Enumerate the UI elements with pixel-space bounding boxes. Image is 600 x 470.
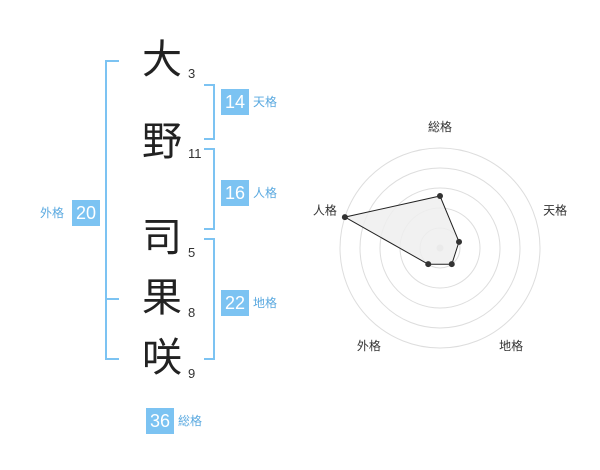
stroke-count-2: 11 (188, 146, 202, 161)
tenkaku-bracket-top (204, 84, 215, 86)
radar-point-2 (456, 238, 463, 245)
gaikaku-value-badge: 20 (72, 200, 100, 226)
name-char-5: 咲 (142, 335, 182, 381)
radar-ring-4 (359, 167, 521, 329)
chikaku-bracket-bottom (204, 358, 215, 360)
jinkaku-bracket-top (204, 148, 215, 150)
gaikaku-bracket-vertical (105, 60, 107, 360)
name-char-3: 司 (142, 215, 182, 261)
radar-point-5 (341, 214, 348, 221)
radar-axis-label-2: 天格 (543, 203, 567, 218)
stroke-count-3: 5 (188, 245, 196, 260)
tenkaku-label: 天格 (253, 95, 278, 109)
gaikaku-bracket-middle (105, 298, 119, 300)
tenkaku-bracket-bottom (204, 138, 215, 140)
tenkaku-bracket-vertical (213, 84, 215, 140)
radar-point-3 (448, 261, 455, 268)
radar-points (341, 193, 463, 268)
radar-area (343, 195, 460, 265)
soukaku-value-badge: 36 (146, 408, 174, 434)
chikaku-value-badge: 22 (221, 290, 249, 316)
radar-point-4 (425, 261, 432, 268)
radar-axis-label-3: 地格 (499, 338, 523, 353)
stroke-count-1: 3 (188, 66, 196, 81)
soukaku-label: 総格 (178, 414, 203, 428)
stroke-count-4: 8 (188, 305, 196, 320)
jinkaku-bracket-bottom (204, 228, 215, 230)
gaikaku-bracket-bottom (105, 358, 119, 360)
chikaku-bracket-top (204, 238, 215, 240)
tenkaku-value-badge: 14 (221, 89, 249, 115)
gaikaku-bracket-top (105, 60, 119, 62)
jinkaku-label: 人格 (253, 186, 278, 200)
name-char-1: 大 (142, 37, 182, 83)
jinkaku-value-badge: 16 (221, 180, 249, 206)
radar-point-1 (437, 193, 443, 199)
chikaku-label: 地格 (253, 296, 278, 310)
radar-axis-label-5: 人格 (313, 203, 337, 218)
gaikaku-label: 外格 (40, 206, 65, 220)
radar-ring-3 (379, 187, 501, 309)
stroke-count-5: 9 (188, 366, 196, 381)
name-char-4: 果 (142, 275, 182, 321)
radar-axis-label-4: 外格 (357, 338, 381, 353)
radar-axis-label-1: 総格 (428, 119, 452, 134)
name-char-2: 野 (142, 119, 182, 165)
jinkaku-bracket-vertical (213, 148, 215, 230)
radar-ring-5 (339, 147, 541, 349)
chikaku-bracket-vertical (213, 238, 215, 360)
